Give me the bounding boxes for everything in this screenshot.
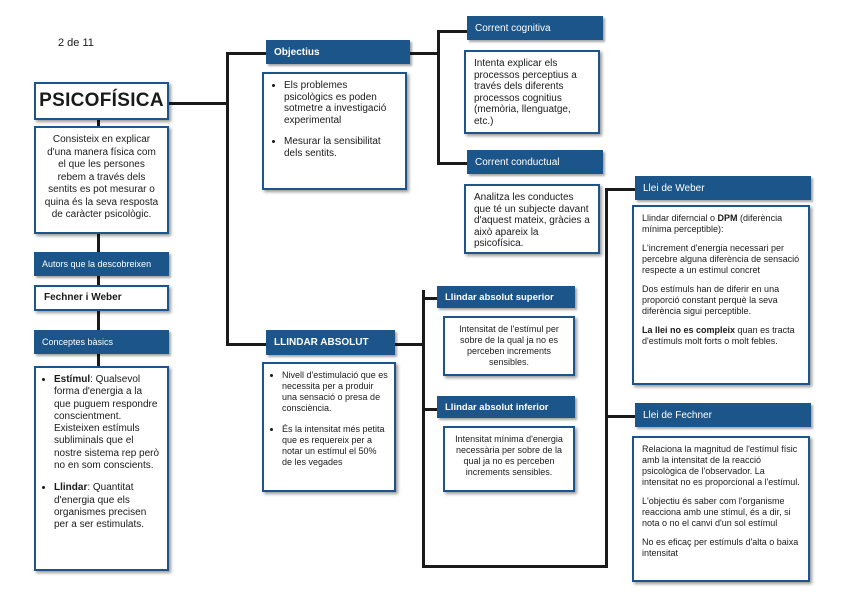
concept-term: Llindar — [54, 482, 88, 494]
weber-header: Llei de Weber — [635, 176, 811, 200]
fechner-p2: L'objectiu és saber com l'organisme reac… — [642, 496, 791, 528]
llindar-superior-box: Intensitat de l'estímul per sobre de la … — [443, 316, 575, 376]
conductual-header: Corrent conductual — [467, 150, 603, 174]
page-title: PSICOFÍSICA — [39, 90, 164, 111]
objectius-header-label: Objectius — [274, 46, 320, 58]
llindar-absolut-header: LLINDAR ABSOLUT — [266, 330, 395, 355]
llindar-absolut-item: És la intensitat més petita que es reque… — [282, 424, 388, 468]
llindar-superior-header: Llindar absolut superior — [437, 286, 575, 308]
fechner-p1: Relaciona la magnitud de l'estímul físic… — [642, 444, 800, 487]
autors-box: Fechner i Weber — [34, 285, 169, 311]
llindar-inferior-header-label: Llindar absolut inferior — [445, 401, 549, 413]
objectius-header: Objectius — [266, 40, 410, 64]
cognitiva-box: Intenta explicar els processos perceptiu… — [464, 50, 600, 134]
objectiu-item: Mesurar la sensibilitat dels sentits. — [284, 136, 397, 159]
llindar-absolut-item: Nivell d'estimulació que es necessita pe… — [282, 370, 388, 414]
title-box: PSICOFÍSICA — [34, 82, 169, 120]
llindar-inferior-box: Intensitat mínima d'energia necessària p… — [443, 426, 575, 492]
weber-p1: Llindar diferncial o DPM (diferència mín… — [642, 213, 800, 235]
llindar-absolut-box: Nivell d'estimulació que es necessita pe… — [262, 362, 396, 492]
connector-to-superior — [422, 297, 437, 300]
connector-sub-vertical — [422, 290, 425, 568]
conceptes-header: Conceptes bàsics — [34, 330, 169, 354]
connector-to-llindar-absolut — [226, 343, 266, 346]
cognitiva-text: Intenta explicar els processos perceptiu… — [474, 58, 577, 127]
conceptes-box: Estímul: Qualsevol forma d'energia a la … — [34, 366, 169, 571]
cognitiva-header: Corrent cognitiva — [467, 16, 603, 40]
definition-box: Consisteix en explicar d'una manera físi… — [34, 126, 169, 234]
connector-sub-bottom — [422, 565, 607, 568]
llindar-inferior-text: Intensitat mínima d'energia necessària p… — [455, 434, 563, 477]
weber-p1-b: DPM — [717, 213, 738, 223]
weber-p2: L'increment d'energia necessari per perc… — [642, 243, 800, 275]
objectius-box: Els problemes psicològics es poden sotme… — [262, 72, 407, 190]
connector-title-to-branch — [168, 102, 228, 105]
connector-to-inferior — [422, 408, 437, 411]
llindar-absolut-header-label: LLINDAR ABSOLUT — [274, 337, 369, 348]
connector-currents-vertical — [437, 30, 440, 165]
connector-to-conductual — [437, 162, 467, 165]
weber-p4: La llei no es compleix quan es tracta d'… — [642, 325, 800, 347]
weber-p3: Dos estímuls han de diferir en una propo… — [642, 284, 780, 316]
concept-item-llindar: Llindar: Quantitat d'energia que els org… — [54, 482, 161, 531]
connector-to-fechner — [605, 415, 635, 418]
concept-item-estimul: Estímul: Qualsevol forma d'energia a la … — [54, 374, 161, 472]
conductual-box: Analitza les conductes que té un subject… — [464, 184, 600, 254]
connector-objectius-to-currents — [410, 52, 440, 55]
page-number: 2 de 11 — [58, 37, 94, 49]
llindar-inferior-header: Llindar absolut inferior — [437, 396, 575, 418]
weber-header-label: Llei de Weber — [643, 182, 705, 194]
connector-to-cognitiva — [437, 30, 467, 33]
definition-text: Consisteix en explicar d'una manera físi… — [44, 134, 159, 220]
weber-box: Llindar diferncial o DPM (diferència mín… — [632, 205, 810, 385]
fechner-header-label: Llei de Fechner — [643, 409, 712, 421]
llindar-superior-text: Intensitat de l'estímul per sobre de la … — [459, 324, 559, 367]
conceptes-header-label: Conceptes bàsics — [42, 337, 114, 347]
connector-to-objectius — [226, 52, 266, 55]
connector-branch-vertical — [226, 52, 229, 346]
connector-absolut-to-sub — [395, 343, 425, 346]
concept-text: : Quantitat d'energia que els organismes… — [54, 482, 147, 531]
weber-p1-c: (diferència mínima perceptible): — [642, 213, 783, 234]
weber-p1-a: Llindar diferncial o — [642, 213, 718, 223]
cognitiva-header-label: Corrent cognitiva — [475, 22, 551, 34]
conductual-text: Analitza les conductes que té un subject… — [474, 192, 590, 249]
autors-value: Fechner i Weber — [44, 292, 122, 303]
llindar-superior-header-label: Llindar absolut superior — [445, 291, 554, 303]
connector-laws-vertical — [605, 188, 608, 568]
concept-text: : Qualsevol forma d'energia a la que pug… — [54, 374, 160, 472]
objectiu-item: Els problemes psicològics es poden sotme… — [284, 80, 397, 126]
weber-p4-lead: La llei no es compleix — [642, 325, 736, 335]
autors-header: Autors que la descobreixen — [34, 252, 169, 276]
weber-p4-rest: quan es tracta d'estímuls molt forts o m… — [642, 325, 795, 346]
fechner-p3: No es eficaç per estímuls d'alta o baixa… — [642, 537, 799, 558]
concept-term: Estímul — [54, 374, 91, 385]
conductual-header-label: Corrent conductual — [475, 156, 560, 168]
fechner-header: Llei de Fechner — [635, 403, 811, 427]
fechner-box: Relaciona la magnitud de l'estímul físic… — [632, 436, 810, 582]
connector-to-weber — [605, 188, 635, 191]
autors-header-label: Autors que la descobreixen — [42, 259, 152, 269]
